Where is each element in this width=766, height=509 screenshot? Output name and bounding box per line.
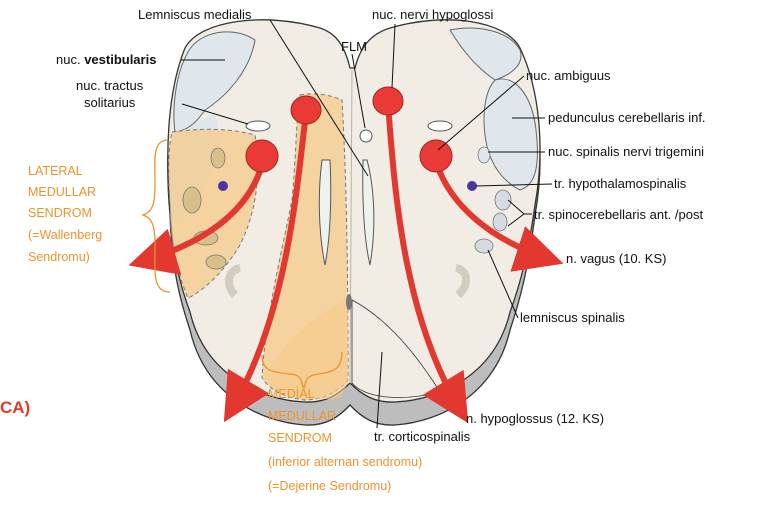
label-nuc-nervi-hypoglossi: nuc. nervi hypoglossi — [372, 7, 494, 22]
lateral-syndrome-brace — [143, 140, 170, 292]
label-nuc-ambiguus: nuc. ambiguus — [526, 68, 611, 83]
cut-off-heading: CA) — [0, 398, 30, 417]
left-small-nucleus-1 — [211, 148, 225, 168]
right-lemniscus-spinalis — [475, 239, 493, 253]
label-tr-spinocerebellaris: tr. spinocerebellaris ant. /post — [534, 207, 703, 222]
right-trigeminal-spinal-nucleus — [478, 147, 490, 163]
label-lemniscus-medialis: Lemniscus medialis — [138, 7, 252, 22]
right-nucleus-ambiguus — [420, 140, 452, 172]
medial-syndrome-line-3: SENDROM — [268, 431, 332, 445]
medial-syndrome-line-4: (inferior alternan sendromu) — [268, 455, 422, 469]
medial-syndrome-line-5: (=Dejerine Sendromu) — [268, 479, 391, 493]
label-tr-hypothalamospinalis: tr. hypothalamospinalis — [554, 176, 687, 191]
left-solitary-tract — [246, 121, 270, 131]
label-nuc-tractus-line1: nuc. tractus — [76, 78, 144, 93]
label-tr-corticospinalis: tr. corticospinalis — [374, 429, 471, 444]
lateral-syndrome-line-5: Sendromu) — [28, 250, 90, 264]
label-lemniscus-spinalis: lemniscus spinalis — [520, 310, 625, 325]
left-hypoglossal-nucleus — [291, 96, 321, 124]
left-small-nucleus-4 — [206, 255, 226, 269]
label-pedunculus: pedunculus cerebellaris inf. — [548, 110, 706, 125]
label-nuc-tractus-line2: solitarius — [84, 95, 136, 110]
left-small-nucleus-2 — [183, 187, 201, 213]
lateral-syndrome-line-3: SENDROM — [28, 206, 92, 220]
medial-syndrome-line-1: MEDİAL — [268, 387, 315, 401]
left-hypothalamospinal-dot — [218, 181, 228, 191]
lateral-syndrome-line-1: LATERAL — [28, 164, 83, 178]
label-n-vagus: n. vagus (10. KS) — [566, 251, 666, 266]
lateral-syndrome-line-4: (=Wallenberg — [28, 228, 102, 242]
median-fissure-mark — [346, 294, 352, 310]
label-n-hypoglossus: n. hypoglossus (12. KS) — [466, 411, 604, 426]
right-spinocerebellar-2 — [493, 213, 507, 231]
label-nuc-spinalis-trigemini: nuc. spinalis nervi trigemini — [548, 144, 704, 159]
right-solitary-tract — [428, 121, 452, 131]
right-hypothalamospinal-dot — [467, 181, 477, 191]
medial-syndrome-line-2: MEDULLAR — [268, 409, 336, 423]
label-flm: FLM — [341, 39, 367, 54]
label-nuc-vestibularis: nuc. vestibularis — [56, 52, 156, 67]
right-hypoglossal-nucleus — [373, 87, 403, 115]
flm-structure — [360, 130, 372, 142]
left-nucleus-ambiguus — [246, 140, 278, 172]
lateral-syndrome-line-2: MEDULLAR — [28, 185, 96, 199]
